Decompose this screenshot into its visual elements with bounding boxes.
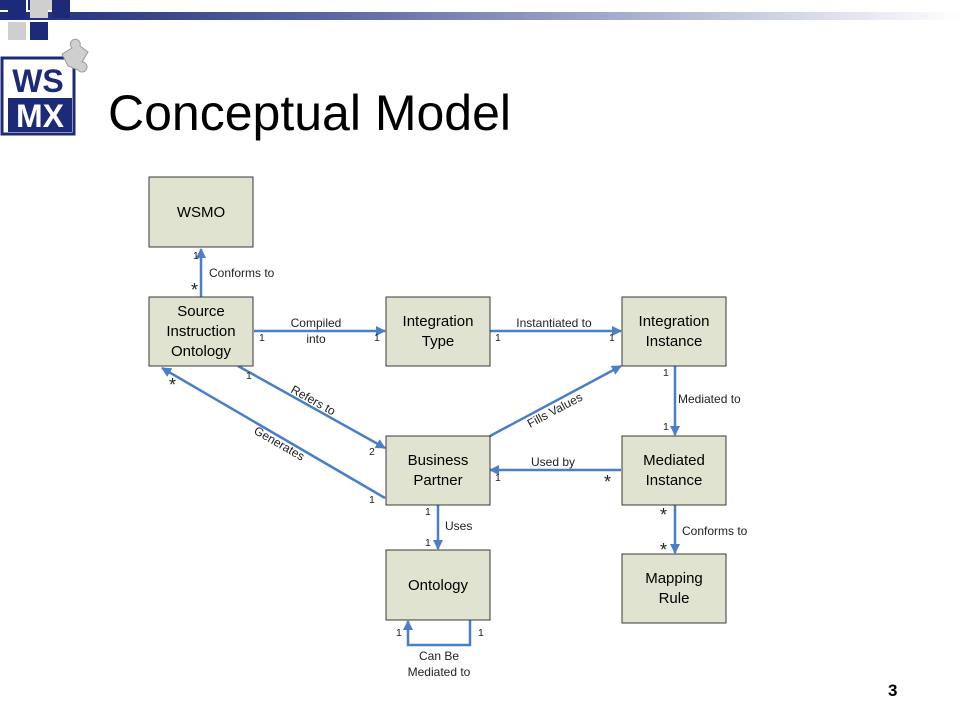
mult-mediated-star-usedby: *	[604, 472, 611, 492]
label-can-be: Can Be	[419, 649, 459, 663]
svg-text:Integration: Integration	[403, 313, 474, 330]
edge-can-be-mediated-to	[403, 620, 472, 647]
label-instantiated-to: Instantiated to	[516, 316, 592, 330]
label-refers-to: Refers to	[289, 382, 339, 418]
edge-fills-values	[489, 364, 622, 438]
node-source-instruction-ontology: Source Instruction Ontology	[148, 296, 254, 367]
label-mediated-to: Mediated to	[678, 392, 741, 406]
mult-rule-star-conforms: *	[660, 540, 667, 560]
mult-bp-refers-2: 2	[369, 446, 375, 458]
node-integration-instance: Integration Instance	[621, 296, 727, 367]
node-wsmo: WSMO	[148, 176, 254, 248]
svg-text:Business: Business	[408, 452, 469, 469]
mult-bp-uses-1: 1	[425, 506, 431, 518]
node-integration-type: Integration Type	[385, 296, 491, 367]
mult-mediated-1: 1	[663, 421, 669, 433]
puzzle-piece-icon	[61, 38, 89, 73]
label-used-by: Used by	[531, 455, 575, 469]
mult-ontology-self-right-1: 1	[478, 627, 484, 639]
mult-instance-1: 1	[609, 332, 615, 344]
mult-bp-usedby-1: 1	[495, 472, 501, 484]
label-fills-values: Fills Values	[525, 390, 585, 431]
label-generates: Generates	[252, 423, 308, 463]
svg-text:Type: Type	[422, 333, 455, 350]
mult-ontology-uses-1: 1	[425, 537, 431, 549]
mult-sio-star-top: *	[191, 280, 198, 300]
svg-text:Rule: Rule	[659, 590, 690, 607]
label-compiled: Compiled	[291, 316, 342, 330]
wsmx-logo: WS MX	[0, 0, 89, 136]
mult-sio-compiled-1: 1	[259, 332, 265, 344]
label-uses: Uses	[445, 519, 472, 533]
edge-generates	[161, 366, 386, 500]
logo-text-mx: MX	[16, 98, 65, 134]
label-mediated-to-self: Mediated to	[408, 665, 471, 679]
svg-text:Integration: Integration	[639, 313, 710, 330]
label-conforms-to-bottom: Conforms to	[682, 524, 748, 538]
node-mediated-instance: Mediated Instance	[621, 435, 727, 506]
mult-instance-mediated-1: 1	[663, 367, 669, 379]
edges	[161, 248, 680, 647]
svg-text:Instance: Instance	[646, 333, 703, 350]
mult-bp-generates-1: 1	[369, 494, 375, 506]
edge-refers-to	[237, 364, 386, 450]
svg-text:Instance: Instance	[646, 472, 703, 489]
label-conforms-to-top: Conforms to	[209, 266, 275, 280]
node-business-partner: Business Partner	[385, 435, 491, 506]
slide-title: Conceptual Model	[108, 85, 512, 141]
mult-ontology-self-left-1: 1	[396, 627, 402, 639]
mult-sio-star-generates: *	[169, 375, 176, 395]
svg-text:Partner: Partner	[413, 472, 462, 489]
svg-text:Ontology: Ontology	[408, 577, 469, 594]
svg-text:Ontology: Ontology	[171, 343, 232, 360]
logo-text-ws: WS	[12, 63, 64, 99]
svg-text:Instruction: Instruction	[166, 323, 235, 340]
node-mapping-rule: Mapping Rule	[621, 553, 727, 624]
svg-text:Mediated: Mediated	[643, 452, 705, 469]
mult-type-inst-1: 1	[495, 332, 501, 344]
mult-wsmo-1: 1	[193, 250, 199, 262]
svg-text:WSMO: WSMO	[177, 204, 225, 221]
mult-sio-refers-1: 1	[246, 370, 252, 382]
svg-text:Mapping: Mapping	[645, 570, 703, 587]
mult-type-compiled-1: 1	[374, 332, 380, 344]
svg-text:Source: Source	[177, 303, 225, 320]
mult-mediated-star-conforms: *	[660, 505, 667, 525]
label-into: into	[306, 332, 326, 346]
page-number: 3	[888, 681, 898, 700]
node-ontology: Ontology	[385, 549, 491, 621]
